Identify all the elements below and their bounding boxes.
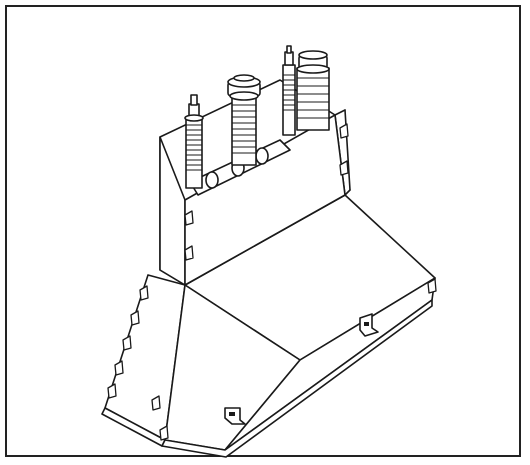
spindle-right-thin [282, 45, 296, 136]
housing-base [101, 194, 436, 458]
mounting-tab-right [359, 313, 379, 337]
housing-clips [107, 123, 437, 441]
mounting-tab-front [224, 407, 246, 425]
upright-box [159, 79, 351, 286]
spindle-left [184, 94, 204, 189]
spindle-middle [227, 74, 261, 166]
cartridge-right [296, 50, 330, 131]
